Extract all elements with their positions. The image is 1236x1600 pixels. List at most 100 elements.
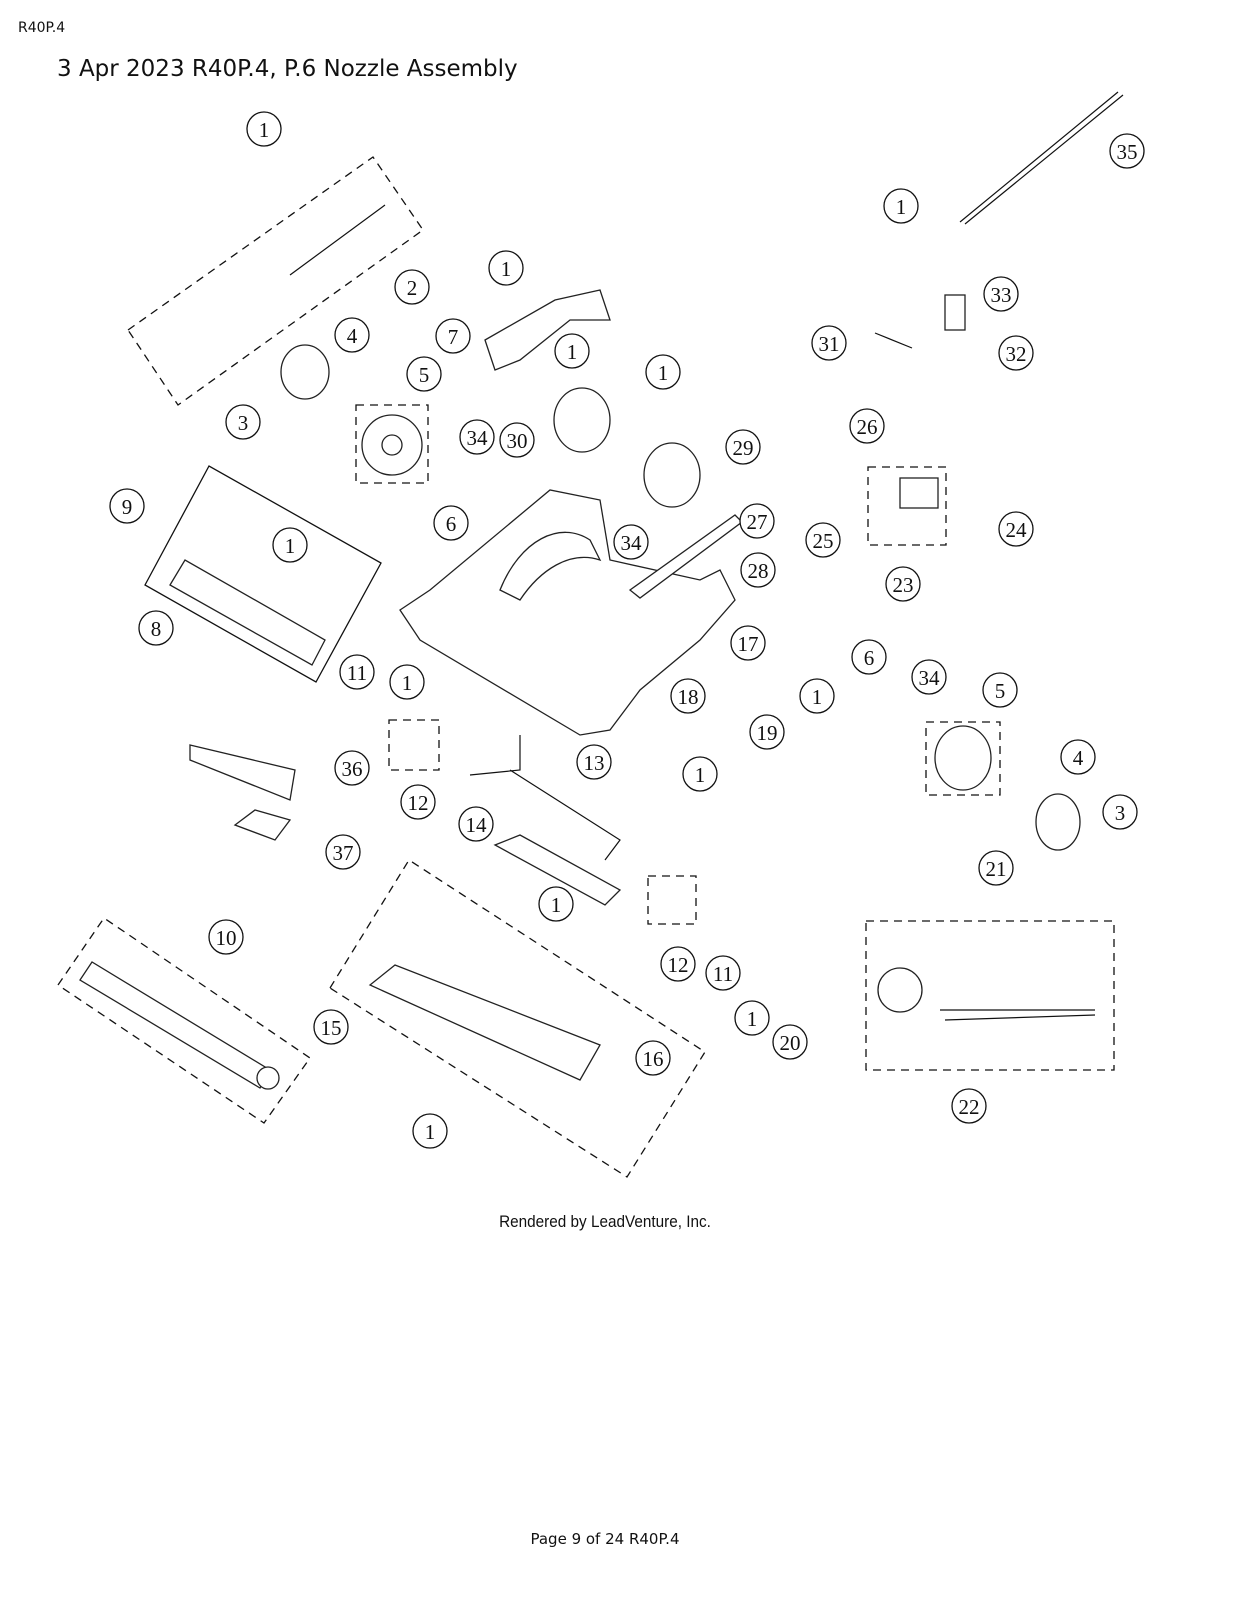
group-box-12-right (647, 875, 697, 925)
callout-number: 34 (621, 531, 643, 555)
callout-circle (554, 333, 590, 369)
callout-circle (109, 488, 145, 524)
callout-circle (246, 111, 282, 147)
callout-16: 16 (635, 1040, 671, 1076)
callout-number: 29 (733, 436, 754, 460)
callout-34: 34 (911, 659, 947, 695)
callout-circle (400, 784, 436, 820)
callout-1: 1 (488, 250, 524, 286)
part-cable-35 (959, 91, 1119, 223)
callout-number: 16 (643, 1047, 664, 1071)
callout-21: 21 (978, 850, 1014, 886)
callout-number: 34 (919, 666, 941, 690)
callout-36: 36 (334, 750, 370, 786)
part-duct (499, 531, 602, 601)
callout-circle (739, 503, 775, 539)
callout-number: 1 (812, 685, 823, 709)
part-nozzle-base-17 (399, 489, 736, 736)
callout-number: 34 (467, 426, 489, 450)
callout-number: 11 (347, 661, 367, 685)
callout-34: 34 (459, 419, 495, 455)
group-box-22 (865, 920, 1115, 1071)
callout-circle (911, 659, 947, 695)
callout-number: 7 (448, 325, 459, 349)
callout-1: 1 (682, 756, 718, 792)
callout-number: 1 (658, 361, 669, 385)
callout-number: 36 (342, 757, 363, 781)
callout-circle (883, 188, 919, 224)
callout-18: 18 (670, 678, 706, 714)
part-guard-8 (169, 559, 326, 666)
callout-circle (433, 505, 469, 541)
callout-number: 26 (857, 415, 878, 439)
callout-number: 4 (347, 324, 358, 348)
callout-31: 31 (811, 325, 847, 361)
callout-number: 1 (501, 257, 512, 281)
part-bracket-7 (484, 289, 611, 371)
callout-5: 5 (406, 356, 442, 392)
callout-circle (435, 318, 471, 354)
callout-number: 1 (551, 893, 562, 917)
part-pedal-15 (368, 964, 601, 1081)
callout-number: 8 (151, 617, 162, 641)
callout-number: 19 (757, 721, 778, 745)
callout-number: 1 (747, 1007, 758, 1031)
group-box-15 (329, 859, 706, 1178)
callout-33: 33 (983, 276, 1019, 312)
callout-circle (982, 672, 1018, 708)
callout-circle (660, 946, 696, 982)
callout-number: 1 (425, 1120, 436, 1144)
callout-number: 6 (446, 512, 457, 536)
callout-number: 3 (238, 411, 249, 435)
callout-1: 1 (538, 886, 574, 922)
callout-number: 15 (321, 1016, 342, 1040)
callout-19: 19 (749, 714, 785, 750)
callout-1: 1 (799, 678, 835, 714)
callout-number: 28 (748, 559, 769, 583)
callout-number: 33 (991, 283, 1012, 307)
callout-circle (951, 1088, 987, 1124)
callout-circle (849, 408, 885, 444)
callout-circle (576, 744, 612, 780)
callout-circle (749, 714, 785, 750)
callout-circle (334, 317, 370, 353)
callout-10: 10 (208, 919, 244, 955)
callout-9: 9 (109, 488, 145, 524)
callout-number: 17 (738, 632, 759, 656)
callout-number: 1 (259, 118, 270, 142)
callout-13: 13 (576, 744, 612, 780)
callout-1: 1 (389, 664, 425, 700)
callout-circle (670, 678, 706, 714)
callout-circle (613, 524, 649, 560)
callout-number: 23 (893, 573, 914, 597)
callout-1: 1 (883, 188, 919, 224)
callout-number: 1 (402, 671, 413, 695)
callout-number: 24 (1006, 518, 1028, 542)
part-cover-37 (233, 809, 292, 841)
callout-circle (412, 1113, 448, 1149)
callout-2: 2 (394, 269, 430, 305)
callout-3: 3 (225, 404, 261, 440)
callout-1: 1 (554, 333, 590, 369)
callout-number: 5 (419, 363, 430, 387)
callout-28: 28 (740, 552, 776, 588)
callout-circle (1060, 739, 1096, 775)
callout-number: 10 (216, 926, 237, 950)
callout-circle (394, 269, 430, 305)
callout-number: 25 (813, 529, 834, 553)
callout-circle (138, 610, 174, 646)
group-box-10 (57, 917, 311, 1124)
callout-number: 6 (864, 646, 875, 670)
callout-1: 1 (412, 1113, 448, 1149)
callout-number: 4 (1073, 746, 1084, 770)
page-footer: Page 9 of 24 R40P.4 (530, 1530, 680, 1548)
group-box-26 (867, 466, 947, 546)
callout-25: 25 (805, 522, 841, 558)
callout-1: 1 (734, 1000, 770, 1036)
group-box-5-right (925, 721, 1001, 796)
callout-circle (499, 422, 535, 458)
callout-22: 22 (951, 1088, 987, 1124)
part-brushroll-end (256, 1066, 280, 1090)
